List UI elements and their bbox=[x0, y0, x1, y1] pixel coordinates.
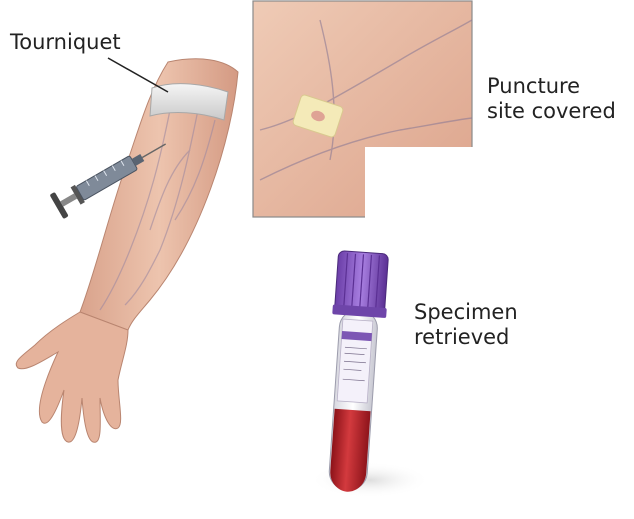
specimen-label: Specimen retrieved bbox=[414, 300, 518, 350]
tourniquet-label-text: Tourniquet bbox=[10, 30, 121, 55]
arm-illustration bbox=[16, 59, 238, 442]
specimen-label-line2: retrieved bbox=[414, 325, 518, 350]
puncture-label-line2: site covered bbox=[487, 99, 616, 124]
puncture-site-label: Puncture site covered bbox=[487, 74, 616, 124]
specimen-label-line1: Specimen bbox=[414, 300, 518, 325]
puncture-label-line1: Puncture bbox=[487, 74, 616, 99]
tourniquet-label: Tourniquet bbox=[10, 30, 121, 55]
tube-shadow bbox=[310, 462, 430, 498]
blood-tube-icon bbox=[320, 250, 391, 493]
puncture-inset bbox=[253, 1, 473, 218]
tourniquet-leader-line bbox=[108, 58, 168, 92]
